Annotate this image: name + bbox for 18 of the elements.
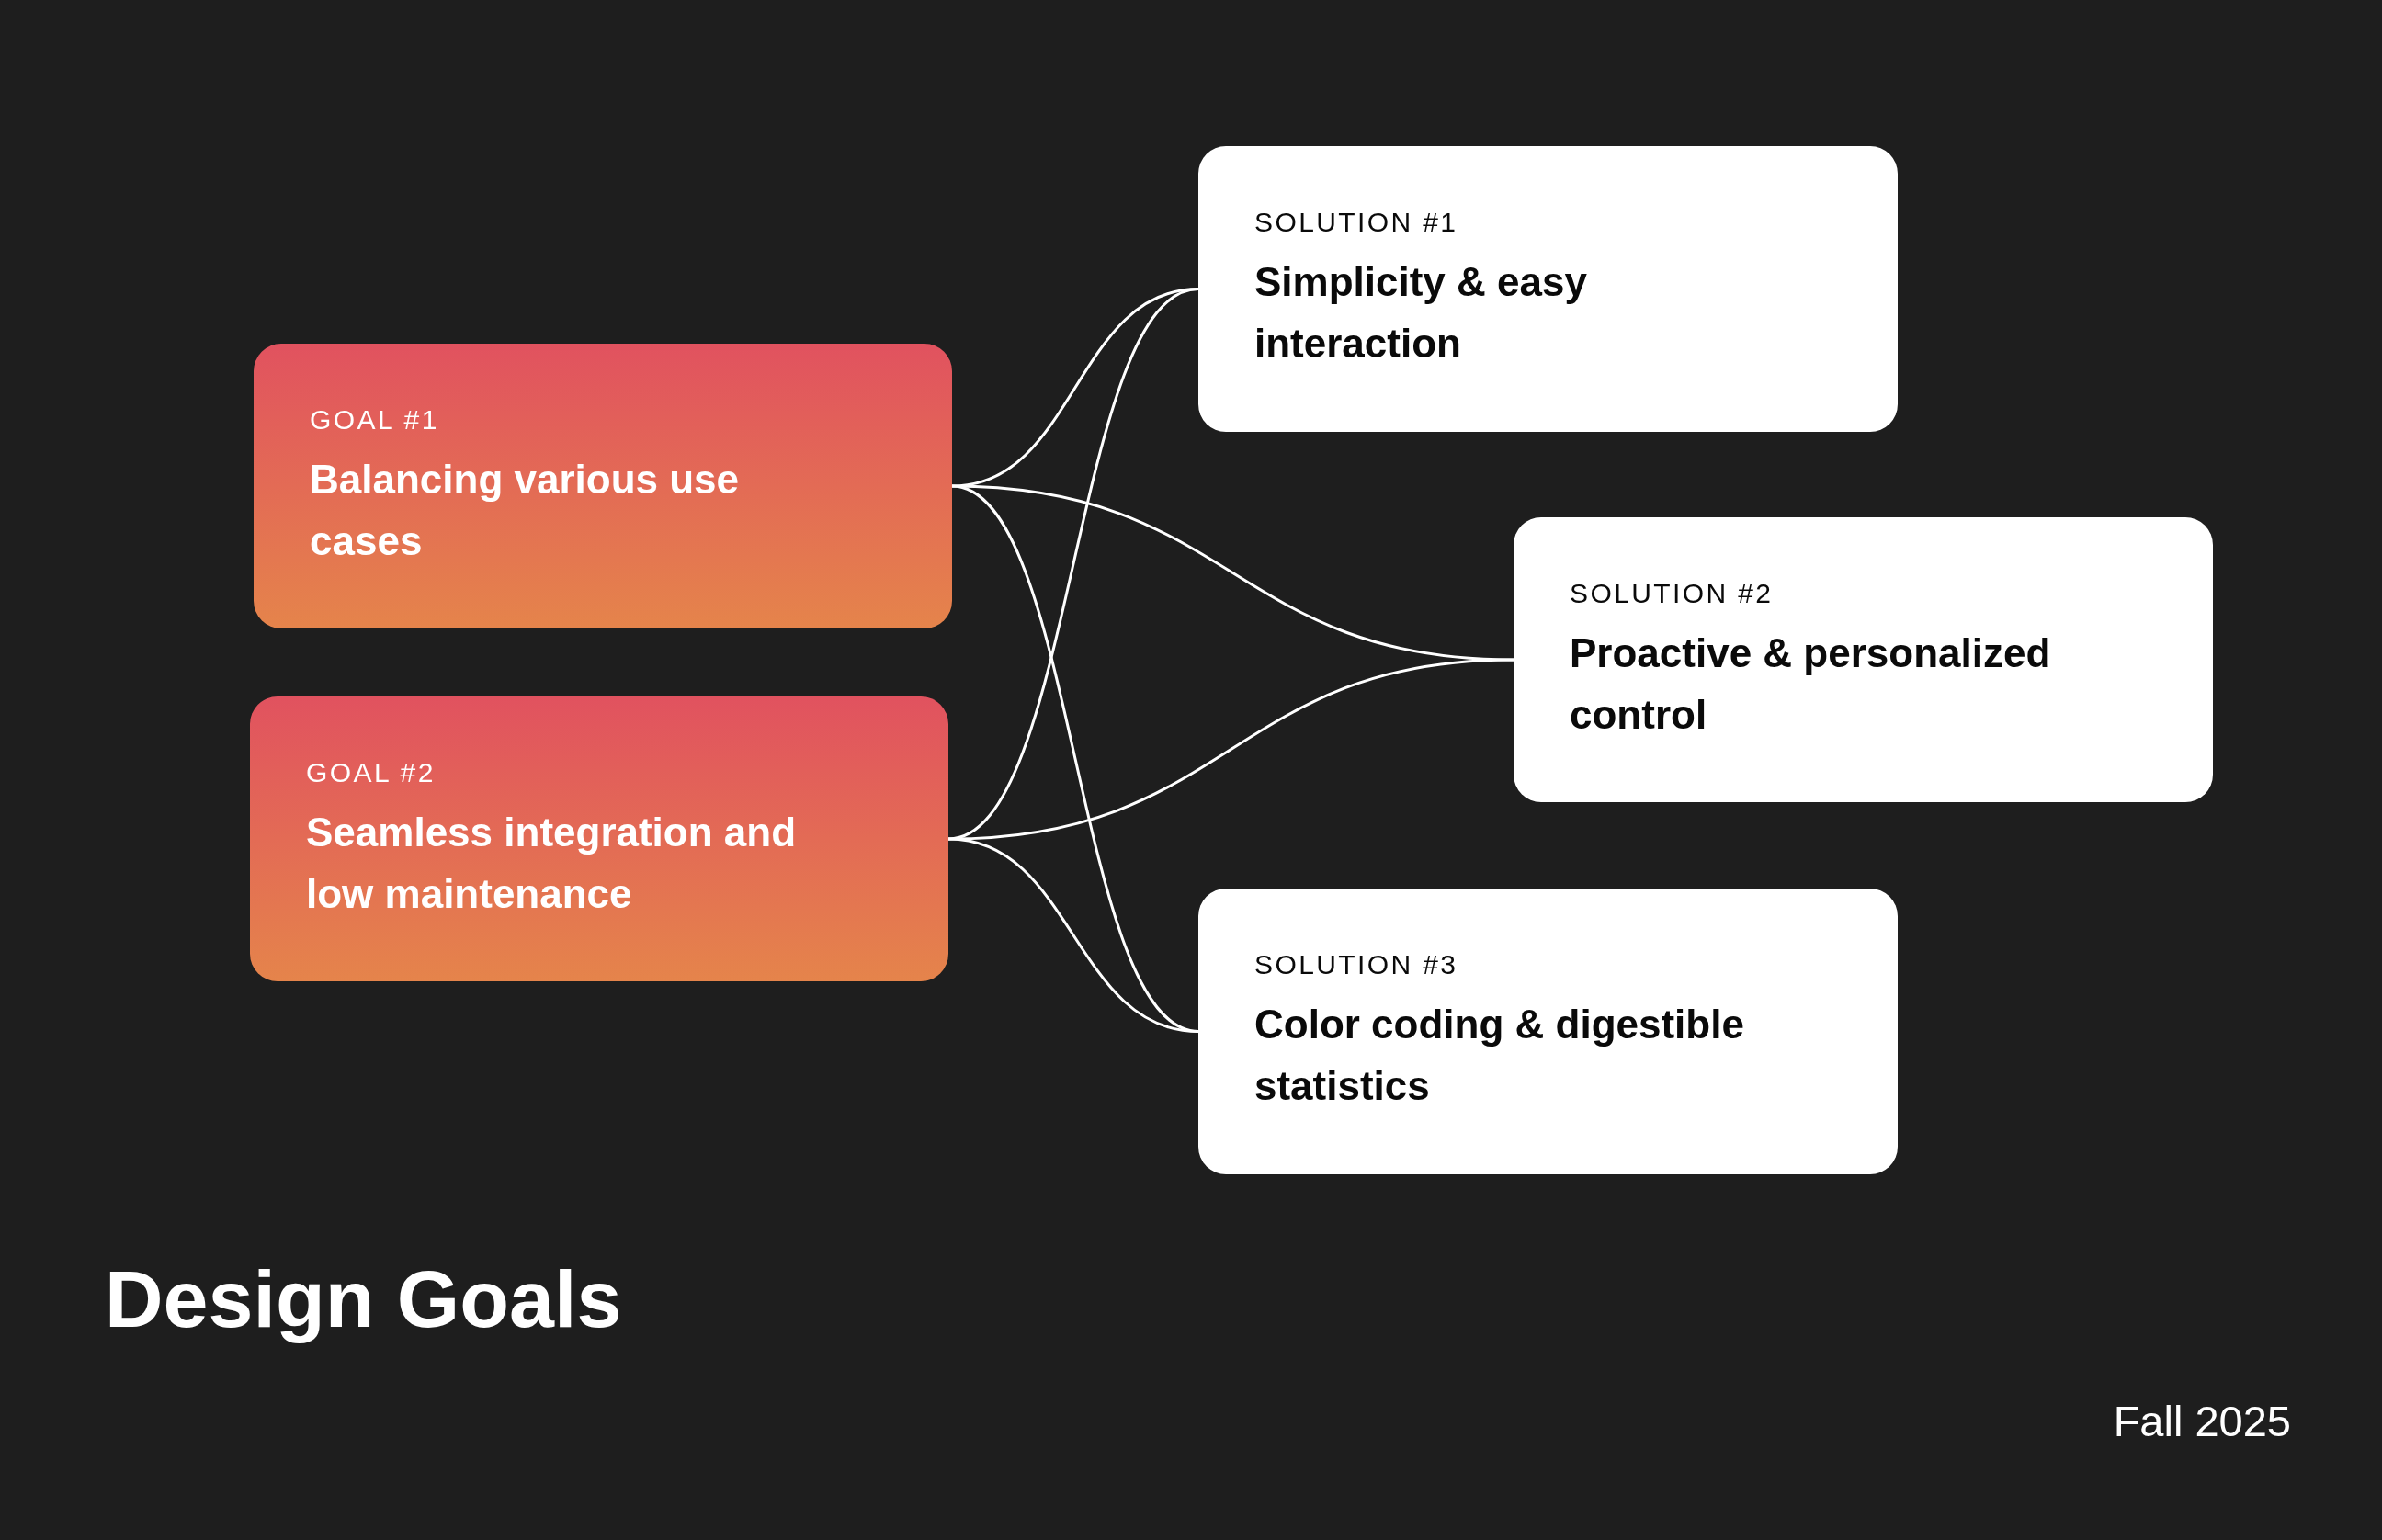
card-heading: Seamless integration and low maintenance	[306, 809, 798, 918]
card-label: GOAL #2	[306, 759, 436, 787]
solution-card	[1198, 889, 1898, 1174]
date-label: Fall 2025	[2113, 1399, 2291, 1443]
connector-line	[947, 837, 1199, 1033]
connector-line	[947, 658, 1514, 841]
goal-card	[254, 344, 952, 628]
card-heading: Proactive & personalized control	[1570, 629, 2052, 739]
solution-card	[1198, 146, 1898, 432]
goal-card	[250, 696, 948, 981]
card-heading: Balancing various use cases	[310, 456, 741, 565]
card-label: SOLUTION #1	[1254, 209, 1458, 236]
card-label: SOLUTION #2	[1570, 580, 1774, 607]
card-heading: Simplicity & easy interaction	[1254, 258, 1588, 368]
card-label: GOAL #1	[310, 406, 439, 434]
solution-card	[1514, 517, 2213, 802]
card-label: SOLUTION #3	[1254, 951, 1458, 979]
card-heading: Color coding & digestible statistics	[1254, 1001, 1745, 1110]
